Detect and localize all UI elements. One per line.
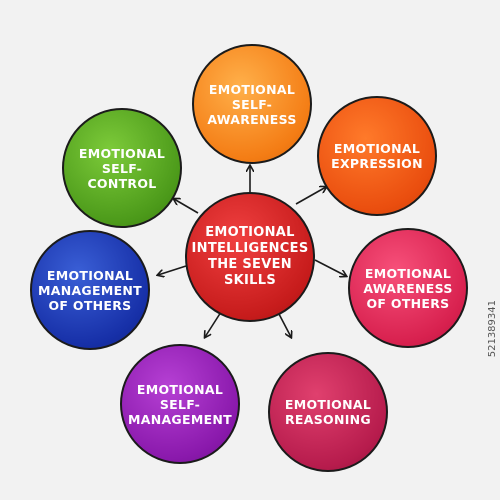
node-label: Emotional management of others [37, 267, 142, 313]
node-emotional-expression: Emotional expression [317, 96, 437, 216]
node-label: Emotional expression [331, 141, 423, 171]
arrow-to-expression [295, 187, 326, 205]
center-label: Emotional intelligences the seven skills [191, 225, 309, 288]
watermark-text: 521389341 [487, 300, 498, 358]
node-emotional-self-control: Emotional self- control [62, 108, 182, 228]
node-emotional-self-management: Emotional self- management [120, 344, 240, 464]
node-label: Emotional self- control [78, 145, 166, 191]
node-label: Emotional reasoning [284, 397, 372, 427]
arrow-to-awareness-others [314, 259, 346, 276]
arrow-to-self-control [174, 199, 199, 214]
arrow-to-self-management [205, 311, 222, 337]
node-label: Emotional awareness of others [363, 265, 453, 311]
node-emotional-management-of-others: Emotional management of others [30, 230, 150, 350]
node-emotional-reasoning: Emotional reasoning [268, 352, 388, 472]
arrow-to-management-others [158, 265, 187, 275]
node-label: Emotional self- awareness [207, 81, 297, 127]
node-label: Emotional self- management [127, 381, 232, 427]
center-node: Emotional intelligences the seven skills [185, 192, 315, 322]
arrow-to-reasoning [278, 313, 291, 337]
node-emotional-awareness-of-others: Emotional awareness of others [348, 228, 468, 348]
node-emotional-self-awareness: Emotional self- awareness [192, 44, 312, 164]
